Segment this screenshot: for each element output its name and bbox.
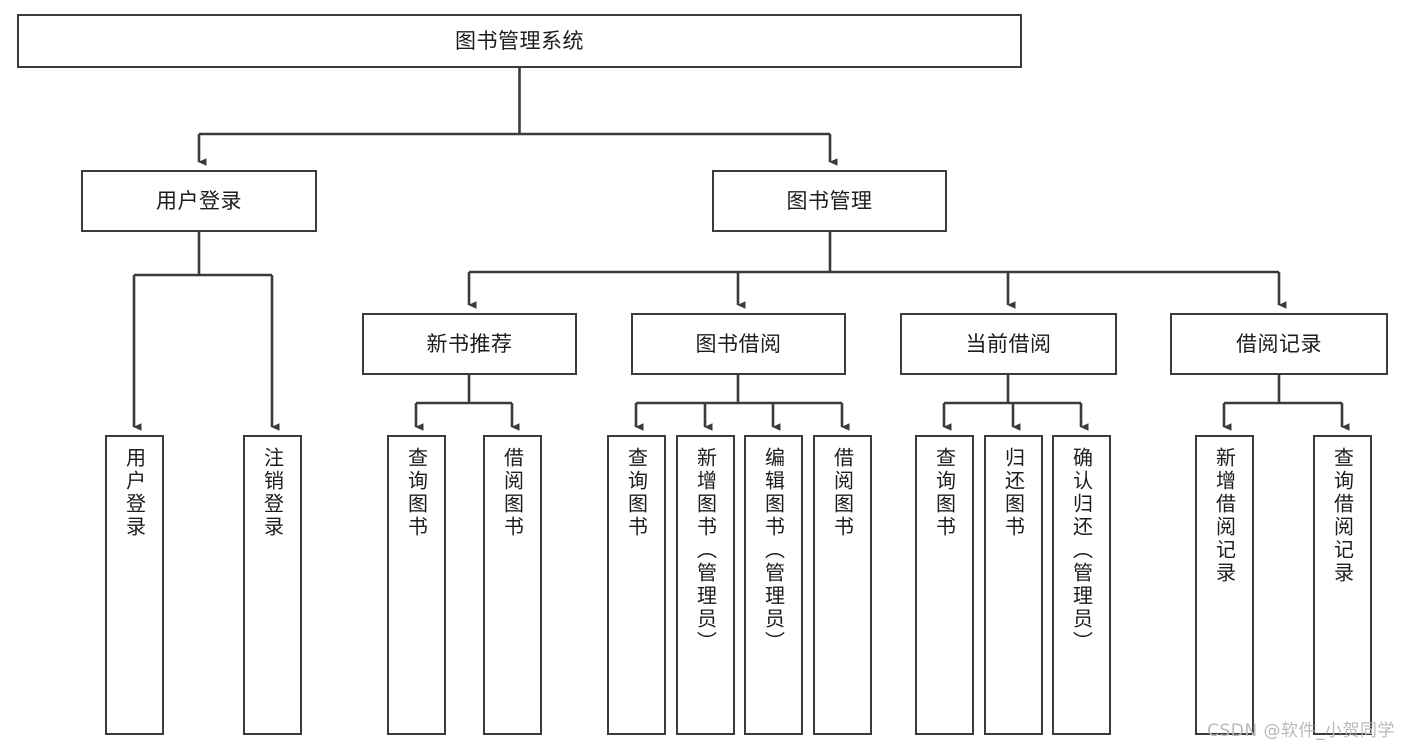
leaf-node-label: 查询借阅记录 [1330,447,1355,585]
leaf-node-label: 用户登录 [122,447,147,539]
node-root[interactable]: 图书管理系统 [17,14,1022,68]
node-book-management-label: 图书管理 [786,188,873,213]
watermark: CSDN @软件_小贺同学 [1207,721,1395,741]
leaf-node[interactable]: 查询图书 [607,435,666,735]
leaf-node-label: 注销登录 [260,447,285,539]
leaf-node[interactable]: 查询图书 [387,435,446,735]
node-current-borrow[interactable]: 当前借阅 [900,313,1117,375]
leaf-node-label: 编辑图书（管理员） [761,447,786,654]
leaf-node[interactable]: 编辑图书（管理员） [744,435,803,735]
node-user-login[interactable]: 用户登录 [81,170,317,232]
leaf-node-label: 借阅图书 [830,447,855,539]
node-current-borrow-label: 当前借阅 [965,331,1052,356]
node-borrow-record[interactable]: 借阅记录 [1170,313,1388,375]
node-new-book-recommend[interactable]: 新书推荐 [362,313,577,375]
leaf-node[interactable]: 查询借阅记录 [1313,435,1372,735]
leaf-node-label: 新增借阅记录 [1212,447,1237,585]
leaf-node[interactable]: 归还图书 [984,435,1043,735]
node-book-borrow-label: 图书借阅 [695,331,782,356]
node-book-borrow[interactable]: 图书借阅 [631,313,846,375]
leaf-node-label: 新增图书（管理员） [693,447,718,654]
leaf-node[interactable]: 确认归还（管理员） [1052,435,1111,735]
leaf-node-label: 查询图书 [404,447,429,539]
leaf-node-label: 归还图书 [1001,447,1026,539]
leaf-node-label: 确认归还（管理员） [1069,447,1094,654]
node-book-management[interactable]: 图书管理 [712,170,947,232]
leaf-node[interactable]: 新增借阅记录 [1195,435,1254,735]
node-user-login-label: 用户登录 [156,188,242,213]
leaf-node[interactable]: 借阅图书 [813,435,872,735]
leaf-node-label: 借阅图书 [500,447,525,539]
node-borrow-record-label: 借阅记录 [1236,331,1322,356]
leaf-node-label: 查询图书 [624,447,649,539]
leaf-node[interactable]: 查询图书 [915,435,974,735]
leaf-node[interactable]: 用户登录 [105,435,164,735]
leaf-node[interactable]: 新增图书（管理员） [676,435,735,735]
node-root-label: 图书管理系统 [455,28,584,53]
leaf-node[interactable]: 借阅图书 [483,435,542,735]
node-new-book-recommend-label: 新书推荐 [426,331,513,356]
leaf-node-label: 查询图书 [932,447,957,539]
leaf-node[interactable]: 注销登录 [243,435,302,735]
